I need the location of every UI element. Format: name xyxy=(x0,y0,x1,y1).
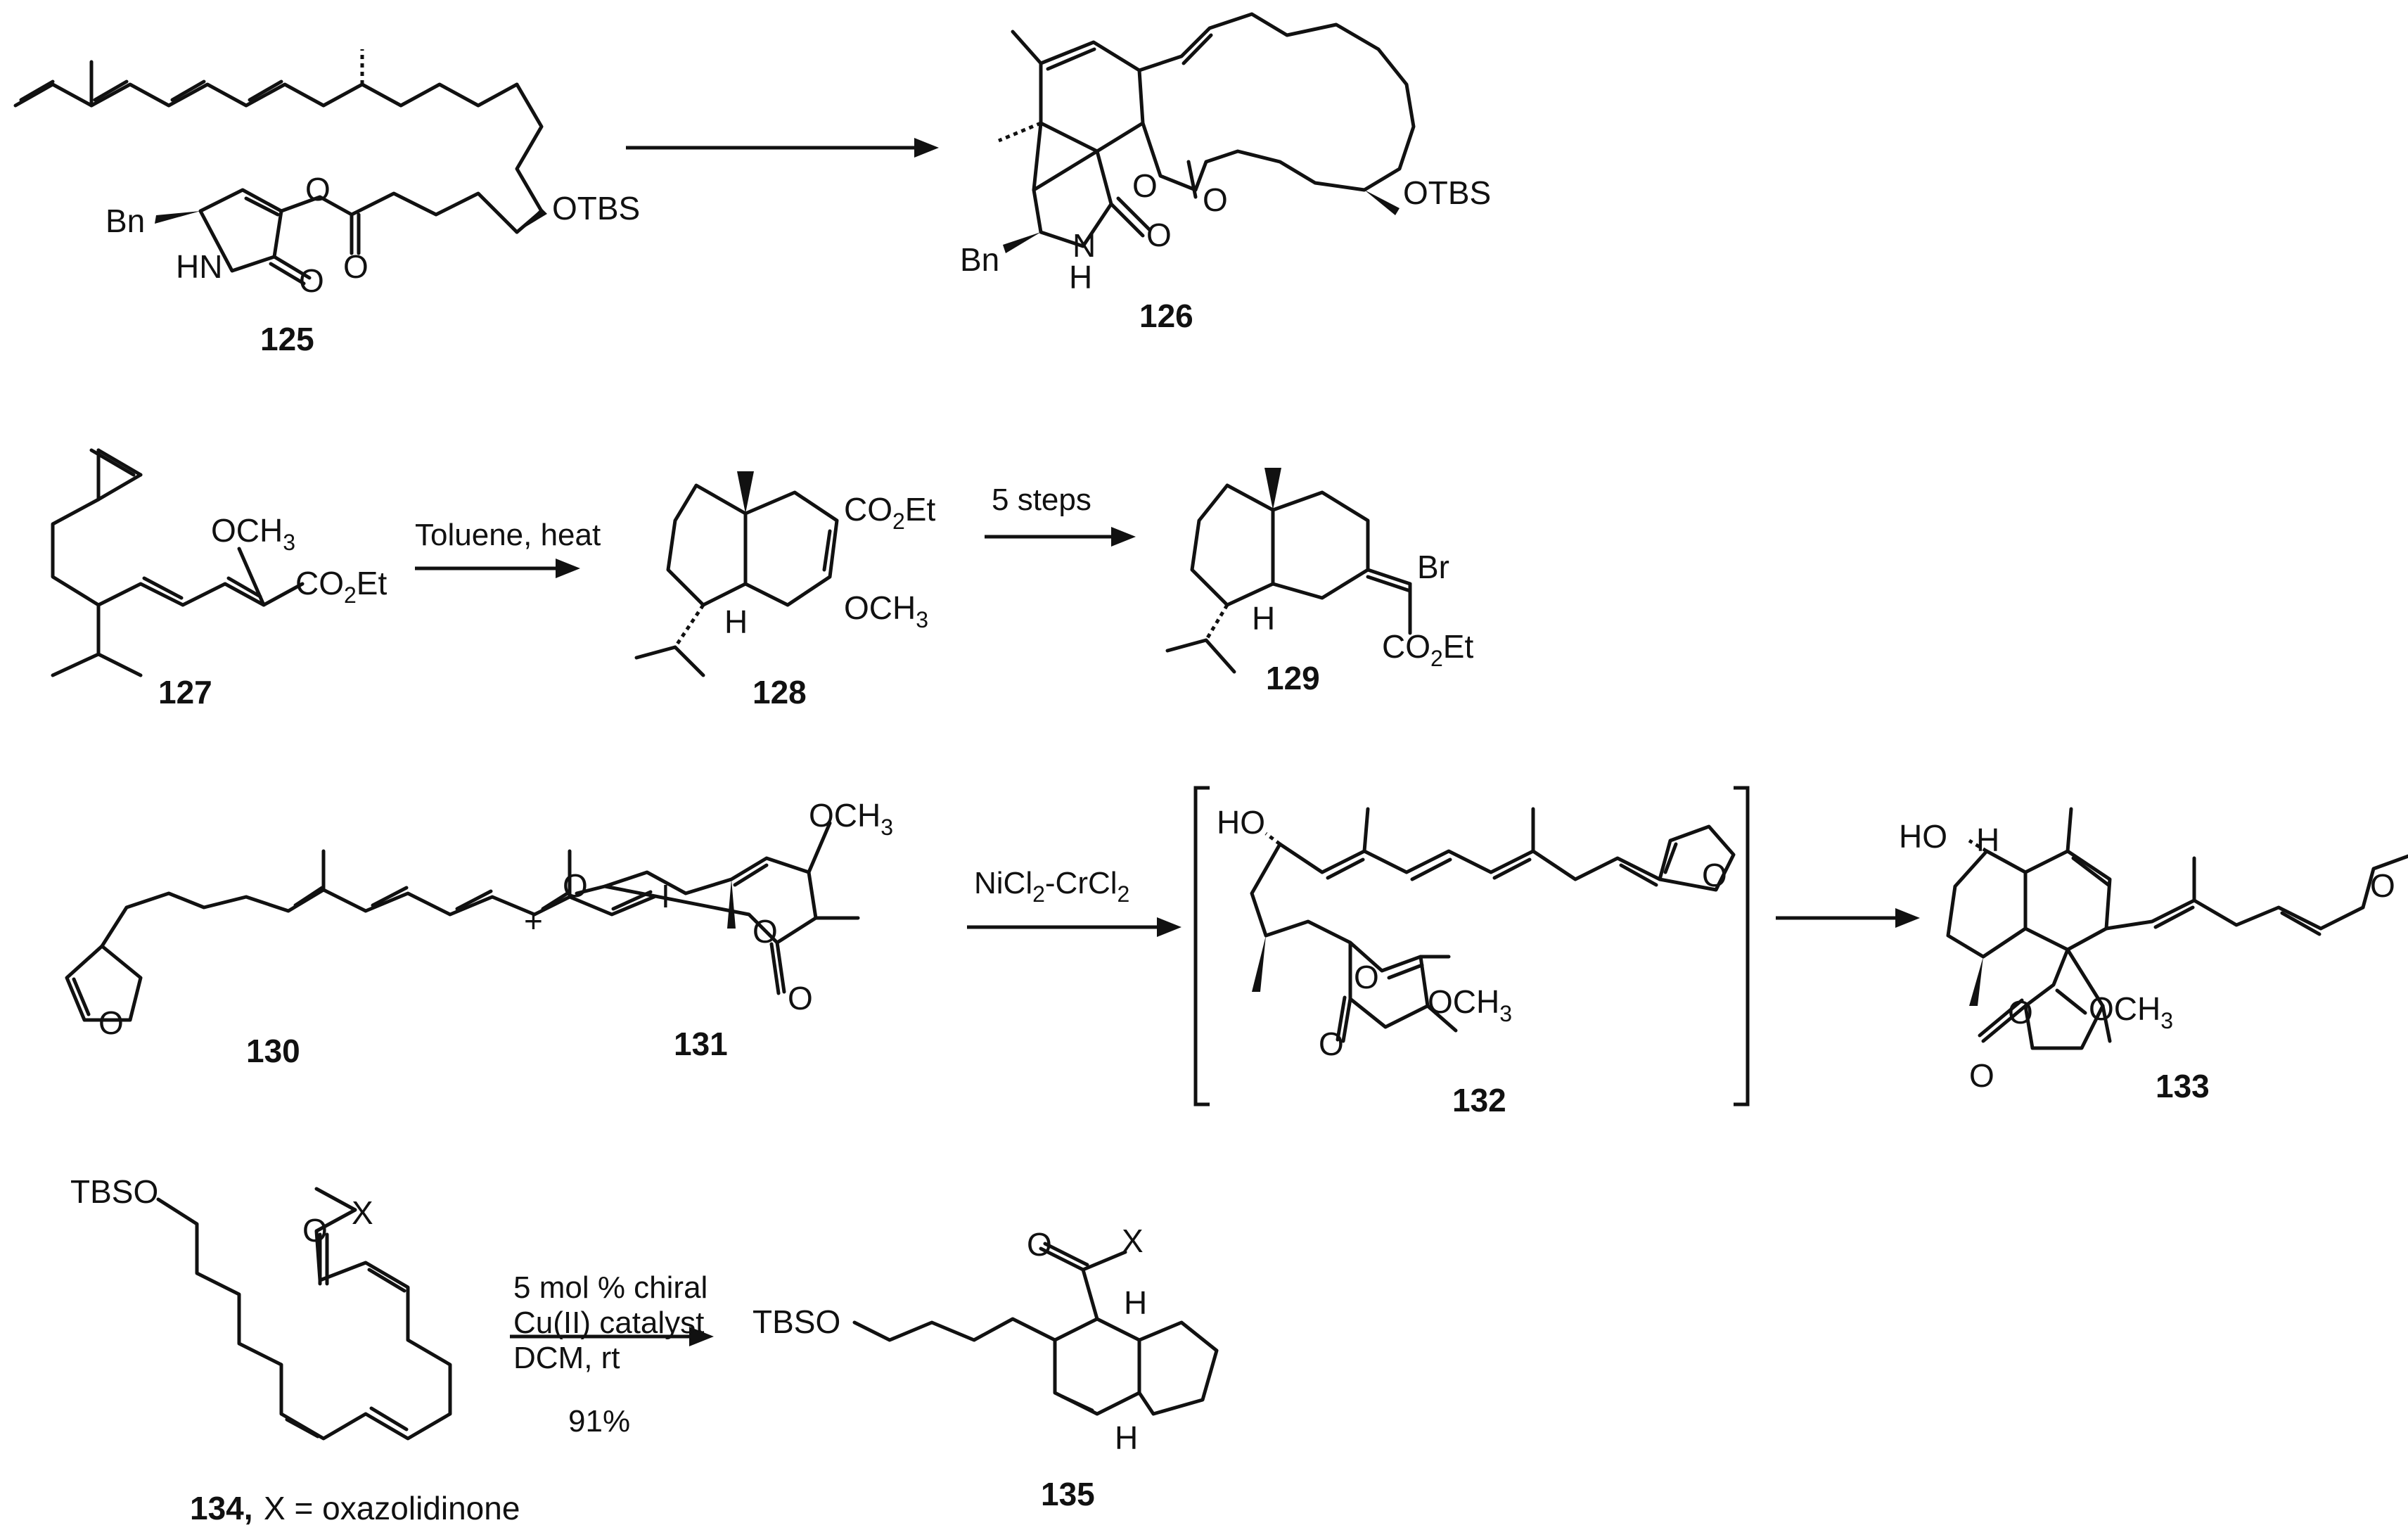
atom-label-otbs: OTBS xyxy=(1403,174,1491,211)
atom-label-hn: HN xyxy=(176,248,222,285)
compound-number-135: 135 xyxy=(1041,1476,1095,1512)
compound-135: TBSO O X H H 135 xyxy=(752,1223,1219,1512)
atom-label-tbso: TBSO xyxy=(752,1303,840,1340)
compound-number-129: 129 xyxy=(1266,660,1320,696)
compound-130: I O 130 xyxy=(65,849,670,1069)
atom-label-o: O xyxy=(752,913,778,950)
condition-catalyst-loading: 5 mol % chiral xyxy=(513,1270,707,1305)
compound-134-substituent: X = oxazolidinone xyxy=(264,1490,520,1526)
atom-label-och3: OCH3 xyxy=(1428,983,1512,1026)
compound-number-131: 131 xyxy=(674,1026,728,1062)
compound-number-126: 126 xyxy=(1139,298,1193,334)
compound-number-130: 130 xyxy=(246,1033,300,1069)
atom-label-h: H xyxy=(1124,1284,1147,1321)
compound-number-133: 133 xyxy=(2156,1068,2210,1104)
reaction-arrow-3: 5 steps xyxy=(985,483,1136,547)
atom-label-ho: HO xyxy=(1217,804,1265,841)
atom-label-br: Br xyxy=(1417,549,1449,585)
atom-label-h: H xyxy=(1252,600,1275,637)
atom-label-i: I xyxy=(661,878,670,914)
compound-129: H Br CO2Et 129 xyxy=(1165,468,1473,696)
atom-label-h: H xyxy=(1115,1420,1138,1456)
atom-label-bn: Bn xyxy=(960,241,999,278)
plus-sign: + xyxy=(524,903,543,939)
atom-label-co2et: CO2Et xyxy=(844,491,935,534)
condition-solvent-temp: DCM, rt xyxy=(513,1341,620,1375)
condition-toluene-heat: Toluene, heat xyxy=(415,518,601,552)
reaction-arrow-6: 5 mol % chiral Cu(II) catalyst DCM, rt 9… xyxy=(510,1270,714,1439)
atom-label-o: O xyxy=(305,171,331,208)
atom-label-o: O xyxy=(1354,959,1379,995)
condition-catalyst: Cu(II) catalyst xyxy=(513,1306,704,1340)
compound-number-132: 132 xyxy=(1452,1082,1506,1118)
compound-132: HO O O O OCH3 132 xyxy=(1217,804,1736,1118)
atom-label-o: O xyxy=(302,1212,328,1249)
condition-nicl2-crcl2: NiCl2-CrCl2 xyxy=(974,866,1129,907)
atom-label-o: O xyxy=(1027,1226,1052,1263)
compound-125: Bn HN O O O OTBS 125 xyxy=(13,49,640,357)
atom-label-o: O xyxy=(1132,167,1158,204)
atom-label-o: O xyxy=(2370,867,2395,904)
compound-number-125: 125 xyxy=(260,321,314,357)
atom-label-o: O xyxy=(1146,217,1172,253)
atom-label-h: H xyxy=(1069,259,1092,295)
compound-number-127: 127 xyxy=(158,674,212,710)
compound-127: OCH3 CO2Et 127 xyxy=(51,448,387,710)
atom-label-och3: OCH3 xyxy=(809,797,893,840)
atom-label-o: O xyxy=(98,1005,124,1041)
atom-label-och3: OCH3 xyxy=(2089,990,2173,1033)
atom-label-o: O xyxy=(788,980,813,1016)
atom-label-och3: OCH3 xyxy=(211,512,295,555)
reaction-arrow-1 xyxy=(626,138,939,158)
atom-label-co2et: CO2Et xyxy=(295,565,387,608)
atom-label-n: N xyxy=(1072,227,1096,264)
atom-label-h: H xyxy=(724,604,748,640)
atom-label-otbs: OTBS xyxy=(552,190,640,227)
atom-label-co2et: CO2Et xyxy=(1382,628,1473,671)
condition-5-steps: 5 steps xyxy=(992,483,1091,517)
atom-label-tbso: TBSO xyxy=(70,1173,158,1210)
atom-label-o: O xyxy=(1319,1026,1344,1062)
compound-number-128: 128 xyxy=(752,674,807,710)
atom-label-o: O xyxy=(343,248,369,285)
atom-label-o: O xyxy=(1969,1057,1994,1094)
atom-label-h: H xyxy=(1976,822,1999,858)
atom-label-o: O xyxy=(1203,181,1228,218)
atom-label-o: O xyxy=(2008,994,2033,1031)
compound-133: HO H O O OCH3 O 133 xyxy=(1899,807,2408,1104)
bracket-intermediate xyxy=(1193,786,1750,1106)
atom-label-och3: OCH3 xyxy=(844,589,928,632)
compound-126: O O O N H Bn OTBS 126 xyxy=(960,12,1491,334)
reaction-arrow-4: NiCl2-CrCl2 xyxy=(967,866,1181,937)
compound-134: TBSO X O 134, X = oxazolidinone xyxy=(70,1173,520,1526)
reaction-arrow-5 xyxy=(1776,908,1920,928)
compound-128: H CO2Et OCH3 128 xyxy=(634,471,935,710)
reaction-arrow-2: Toluene, heat xyxy=(415,518,601,578)
compound-131: O O O OCH3 131 xyxy=(563,797,893,1062)
compound-number-134: 134, xyxy=(190,1490,253,1526)
atom-label-o: O xyxy=(563,867,588,904)
atom-label-o: O xyxy=(1702,857,1727,893)
atom-label-o: O xyxy=(299,262,324,299)
atom-label-bn: Bn xyxy=(105,203,145,239)
atom-label-x: X xyxy=(1122,1223,1144,1259)
atom-label-x: X xyxy=(352,1194,373,1231)
condition-yield: 91% xyxy=(568,1404,630,1439)
atom-label-ho: HO xyxy=(1899,818,1947,855)
